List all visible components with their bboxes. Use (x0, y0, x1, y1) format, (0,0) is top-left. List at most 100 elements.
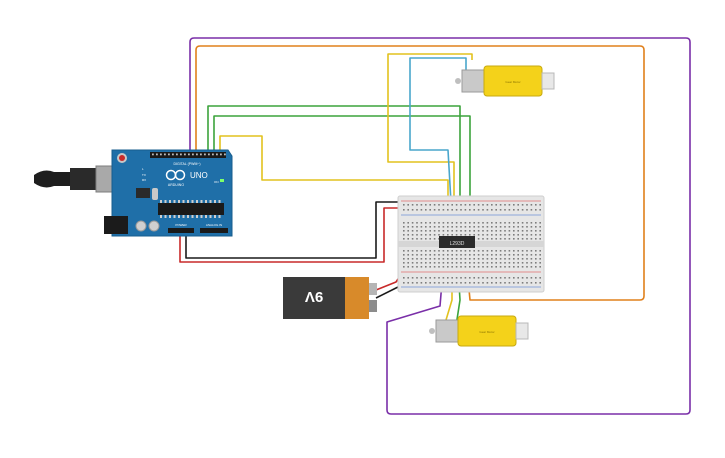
chip-leg (218, 215, 221, 218)
breadboard-hole (455, 282, 458, 284)
breadboard-hole (455, 234, 458, 236)
breadboard-hole (433, 230, 436, 232)
analog-header (200, 228, 228, 233)
wire-orange[interactable] (195, 45, 645, 301)
breadboard-hole (420, 209, 423, 211)
wire-red-power[interactable] (179, 207, 404, 263)
breadboard-hole (469, 282, 471, 284)
breadboard-hole (438, 250, 440, 252)
breadboard-hole (495, 230, 497, 232)
breadboard-hole (499, 254, 502, 256)
breadboard-hole (508, 277, 511, 279)
breadboard-hole (451, 266, 453, 268)
breadboard-holes (403, 204, 541, 284)
breadboard-hole (477, 277, 480, 279)
analog-label: ANALOG IN (206, 223, 222, 227)
breadboard-hole (495, 277, 497, 279)
power-header (168, 228, 194, 233)
breadboard-hole (469, 226, 471, 228)
motor-label: Gear Motor (479, 330, 494, 334)
breadboard-hole (495, 258, 497, 260)
gear-motor-top[interactable]: Gear Motor (455, 65, 555, 97)
breadboard-hole (539, 234, 541, 236)
arduino-board[interactable]: DIGITAL (PWM~) UNO ARDUINO ON L TX RX PO… (34, 149, 233, 237)
breadboard-hole (491, 230, 493, 232)
breadboard-hole (455, 277, 458, 279)
battery-9v[interactable]: 9V (283, 277, 377, 319)
chip-leg (160, 215, 162, 218)
breadboard-hole (420, 204, 423, 206)
breadboard-hole (420, 230, 423, 232)
chip-leg (209, 215, 212, 218)
breadboard-hole (429, 222, 431, 224)
breadboard-hole (416, 254, 418, 256)
breadboard-hole (416, 250, 418, 252)
wire-cyan[interactable] (409, 57, 467, 221)
breadboard-hole (473, 266, 475, 268)
breadboard-hole (425, 222, 427, 224)
breadboard-hole (451, 262, 453, 264)
breadboard-hole (477, 230, 480, 232)
wire-yellow-1[interactable] (219, 135, 449, 220)
breadboard-hole (469, 258, 471, 260)
battery-body (283, 277, 345, 319)
breadboard-hole (539, 226, 541, 228)
breadboard-hole (460, 258, 462, 260)
breadboard-hole (477, 266, 480, 268)
breadboard-hole (495, 250, 497, 252)
breadboard-hole (447, 258, 449, 260)
breadboard-hole (513, 222, 515, 224)
breadboard-hole (504, 277, 506, 279)
breadboard-hole (464, 209, 467, 211)
wire-yellow-2[interactable] (387, 53, 473, 220)
breadboard-hole (491, 234, 493, 236)
breadboard-hole (451, 204, 453, 206)
breadboard-hole (477, 234, 480, 236)
breadboard-hole (473, 254, 475, 256)
breadboard-hole (486, 254, 489, 256)
breadboard-hole (442, 282, 445, 284)
breadboard-hole (530, 222, 533, 224)
breadboard-hole (420, 234, 423, 236)
ic-chip[interactable]: L293D (439, 236, 475, 248)
breadboard-hole (469, 254, 471, 256)
breadboard-hole (451, 282, 453, 284)
wire-purple[interactable] (189, 37, 691, 415)
header-pin (216, 153, 218, 156)
breadboard-hole (499, 282, 502, 284)
battery-terminal (369, 300, 377, 312)
breadboard-hole (508, 238, 511, 240)
breadboard-hole (455, 262, 458, 264)
wire-green-2[interactable] (213, 115, 471, 220)
breadboard-hole (425, 209, 427, 211)
digital-label: DIGITAL (PWM~) (173, 162, 200, 166)
header-pin (180, 153, 182, 156)
breadboard-hole (521, 209, 524, 211)
breadboard-hole (447, 226, 449, 228)
breadboard-hole (486, 238, 489, 240)
breadboard-hole (403, 250, 405, 252)
breadboard-hole (495, 282, 497, 284)
motor-can (435, 319, 459, 343)
breadboard-hole (403, 230, 405, 232)
breadboard-hole (442, 230, 445, 232)
breadboard-hole (473, 222, 475, 224)
breadboard-hole (433, 250, 436, 252)
breadboard-hole (420, 258, 423, 260)
wire-black-gnd[interactable] (185, 201, 404, 259)
gear-motor-bottom[interactable]: Gear Motor (429, 315, 529, 347)
breadboard-hole (482, 226, 484, 228)
header-pin (184, 153, 186, 156)
breadboard-hole (526, 262, 528, 264)
breadboard-hole (442, 277, 445, 279)
breadboard-hole (526, 230, 528, 232)
breadboard-hole (416, 258, 418, 260)
breadboard-hole (504, 230, 506, 232)
model-label: UNO (190, 171, 208, 180)
breadboard-hole (499, 209, 502, 211)
wire-green-1[interactable] (207, 105, 461, 220)
breadboard-hole (535, 262, 537, 264)
on-led-label: ON (214, 180, 219, 184)
breadboard-hole (539, 204, 541, 206)
